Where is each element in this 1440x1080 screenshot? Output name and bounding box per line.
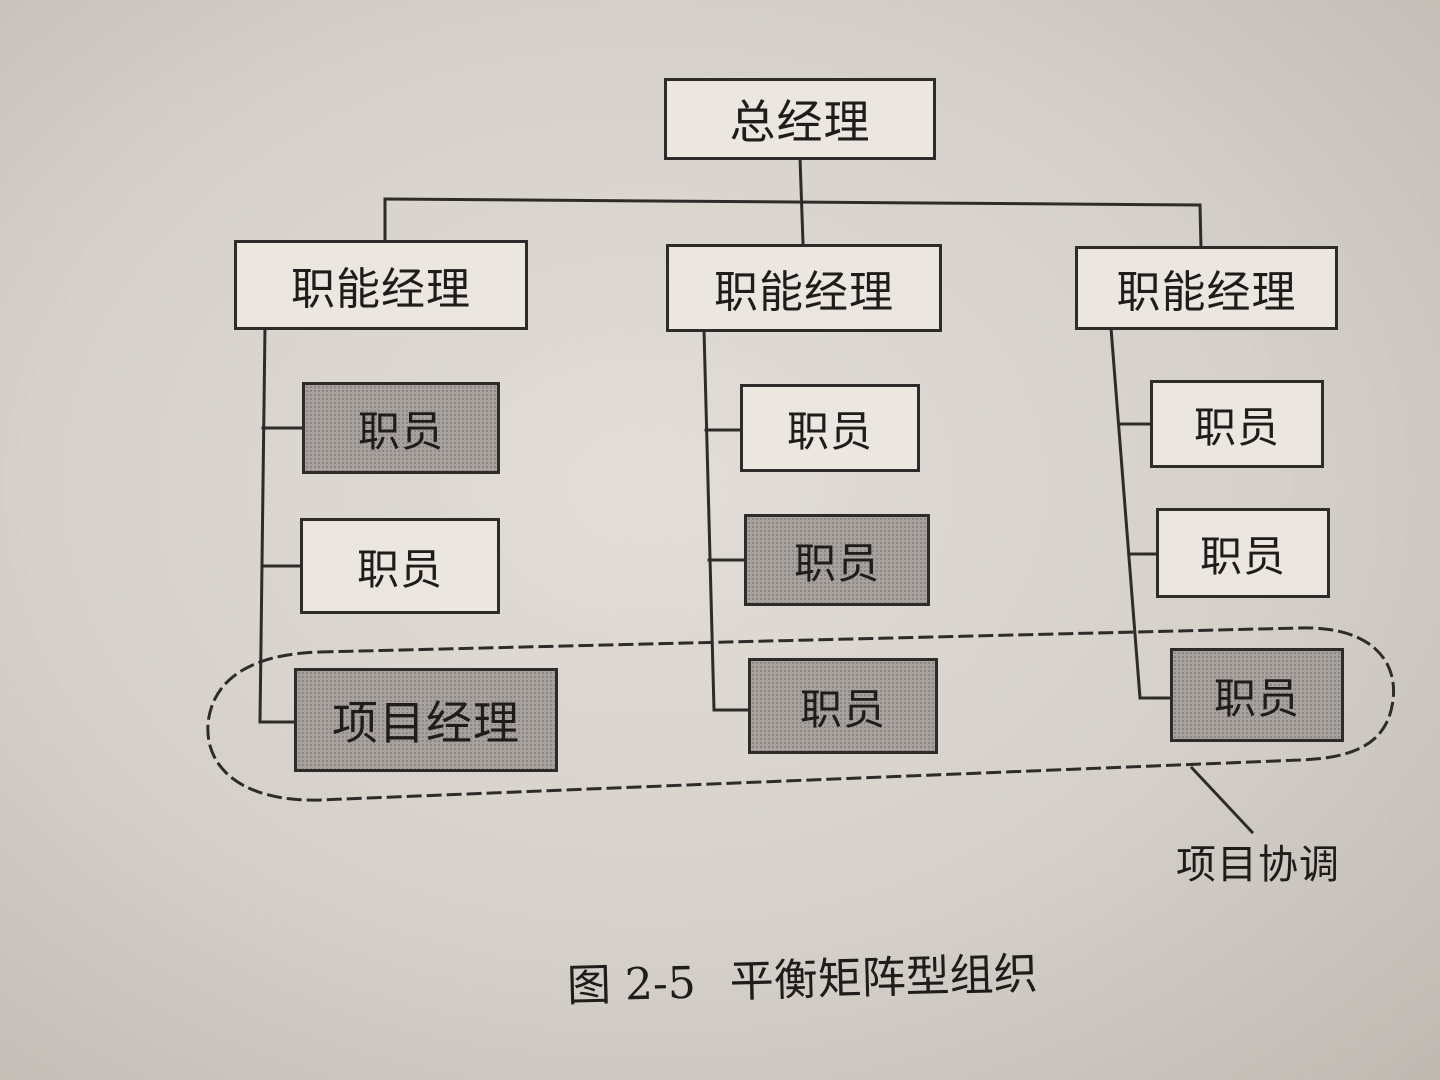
- ceo-label: 总经理: [729, 95, 871, 149]
- functional-manager-label-2: 职能经理: [714, 267, 894, 318]
- functional-manager-label-1: 职能经理: [291, 264, 471, 315]
- project-manager-box: 项目经理: [294, 668, 558, 772]
- figure-number: 图 2-5: [566, 957, 697, 1012]
- staff-box-3-2: 职员: [1156, 508, 1330, 598]
- staff-label-2-2: 职员: [793, 538, 880, 588]
- coordination-leader-line: [1189, 765, 1255, 835]
- staff-box-2-2: 职员: [744, 514, 930, 606]
- staff-box-3-1: 职员: [1150, 380, 1324, 468]
- staff-label-1-2: 职员: [356, 544, 443, 594]
- staff-label-1-1: 职员: [357, 406, 444, 456]
- spine-column-2: [702, 328, 716, 712]
- functional-manager-box-3: 职能经理: [1075, 246, 1338, 330]
- staff-label-3-3: 职员: [1213, 673, 1300, 723]
- functional-manager-box-1: 职能经理: [234, 240, 528, 330]
- staff-label-2-1: 职员: [786, 406, 873, 456]
- staff-box-2-1: 职员: [740, 384, 920, 472]
- staff-box-1-2: 职员: [300, 518, 500, 614]
- spine-column-1: [258, 325, 267, 724]
- functional-manager-box-2: 职能经理: [666, 244, 942, 332]
- project-coordination-outline: [206, 626, 1396, 802]
- functional-manager-label-3: 职能经理: [1116, 267, 1297, 318]
- connector-bus: [383, 197, 1202, 207]
- connector-to-manager-3: [1198, 203, 1203, 250]
- staff-label-3-2: 职员: [1199, 531, 1286, 581]
- project-manager-label: 项目经理: [332, 696, 520, 750]
- staff-box-2-3: 职员: [748, 658, 938, 754]
- spine-column-3: [1109, 326, 1142, 700]
- connector-ceo-trunk: [798, 156, 805, 245]
- project-coordination-label: 项目协调: [1176, 842, 1340, 888]
- figure-caption: 图 2-5 平衡矩阵型组织: [566, 938, 1038, 1014]
- staff-label-3-1: 职员: [1193, 402, 1280, 452]
- ceo-box: 总经理: [664, 78, 936, 160]
- staff-box-1-1: 职员: [302, 382, 500, 474]
- staff-box-3-3: 职员: [1170, 648, 1344, 742]
- figure-title: 平衡矩阵型组织: [729, 948, 1039, 1008]
- staff-label-2-3: 职员: [799, 684, 886, 734]
